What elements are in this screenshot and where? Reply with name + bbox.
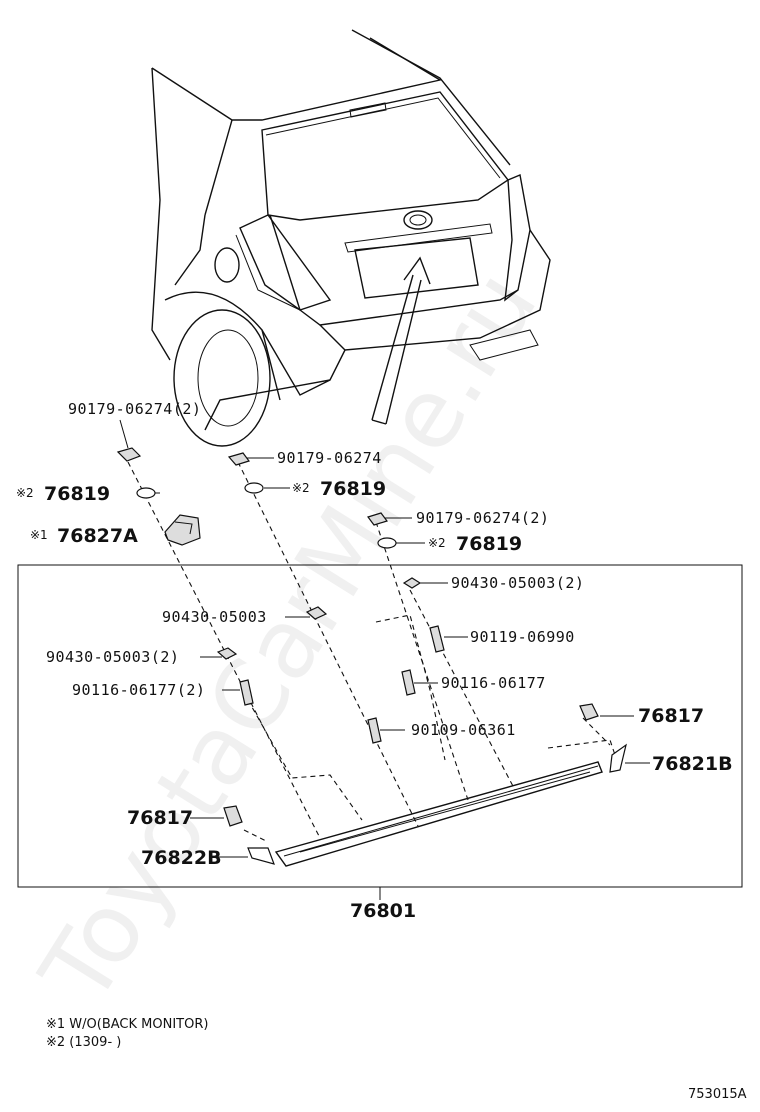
label-76801: 76801 bbox=[350, 900, 416, 922]
label-76817-right: 76817 bbox=[638, 705, 704, 727]
garnish-assembly bbox=[17, 564, 743, 888]
label-90116-06177-right: 90116-06177 bbox=[441, 674, 546, 692]
assembly-frame bbox=[17, 564, 743, 888]
label-76827a: 76827A bbox=[57, 525, 138, 547]
label-90116-06177-left: 90116-06177(2) bbox=[72, 681, 205, 699]
label-76817-left: 76817 bbox=[127, 807, 193, 829]
label-76819-left: 76819 bbox=[44, 483, 110, 505]
label-90430-05003-mid: 90430-05003 bbox=[162, 608, 267, 626]
fasteners bbox=[116, 419, 650, 900]
label-76819-mid: 76819 bbox=[320, 478, 386, 500]
note-mark-2-right: ※2 bbox=[428, 536, 446, 550]
label-90430-05003-left: 90430-05003(2) bbox=[46, 648, 179, 666]
figure-id: 753015A bbox=[688, 1087, 747, 1102]
footnote-2: ※2 (1309- ) bbox=[46, 1035, 121, 1050]
note-mark-2-mid: ※2 bbox=[292, 481, 310, 495]
label-90430-05003-right: 90430-05003(2) bbox=[451, 574, 584, 592]
car-illustration bbox=[151, 29, 551, 447]
label-76821b: 76821B bbox=[652, 753, 733, 775]
note-mark-1: ※1 bbox=[30, 528, 48, 542]
label-76822b: 76822B bbox=[141, 847, 222, 869]
label-90179-06274-mid: 90179-06274 bbox=[277, 449, 382, 467]
label-90179-06274-left: 90179-06274(2) bbox=[68, 400, 201, 418]
label-90109-06361: 90109-06361 bbox=[411, 721, 516, 739]
note-mark-2-left: ※2 bbox=[16, 486, 34, 500]
part-labels: 90179-06274(2) 90179-06274 90179-06274(2… bbox=[16, 400, 733, 922]
label-76819-right: 76819 bbox=[456, 533, 522, 555]
label-90119-06990: 90119-06990 bbox=[470, 628, 575, 646]
footnotes: ※1 W/O(BACK MONITOR) ※2 (1309- ) 753015A bbox=[46, 1017, 747, 1102]
label-90179-06274-right: 90179-06274(2) bbox=[416, 509, 549, 527]
footnote-1: ※1 W/O(BACK MONITOR) bbox=[46, 1017, 208, 1032]
